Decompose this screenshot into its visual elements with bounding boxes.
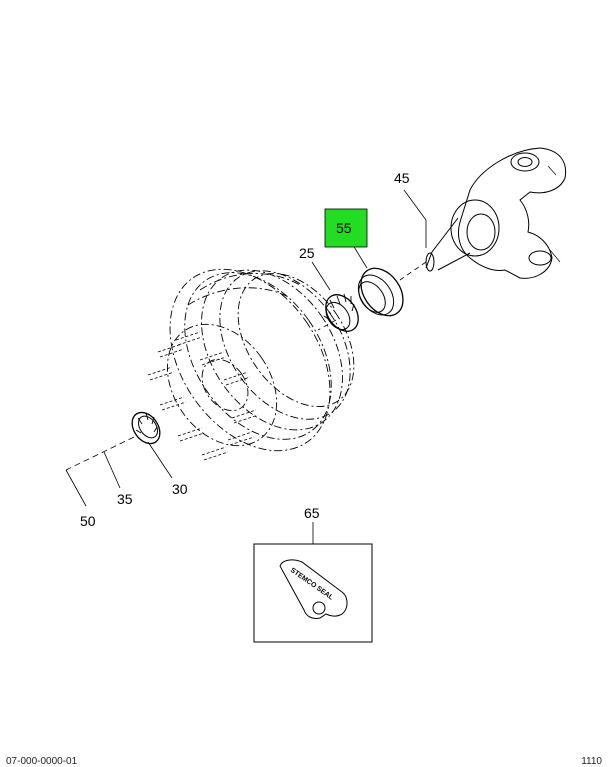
seal-lettering: STEMCO SEAL [289, 567, 335, 602]
leader-30 [147, 441, 173, 479]
inner-bearing-cone[interactable] [319, 289, 365, 338]
callout-55[interactable]: 55 [336, 220, 352, 236]
callout-35[interactable]: 35 [117, 491, 133, 507]
axis-line-front [65, 436, 135, 471]
callout-25[interactable]: 25 [299, 245, 315, 261]
steering-knuckle[interactable] [425, 147, 567, 279]
leader-45 [403, 189, 427, 248]
stemco-seal-tag[interactable] [279, 559, 348, 619]
callout-30[interactable]: 30 [172, 481, 188, 497]
callout-45[interactable]: 45 [394, 170, 410, 186]
callout-65[interactable]: 65 [304, 505, 320, 521]
outer-bearing-cone[interactable] [126, 407, 165, 449]
footer-drawing-number: 07-000-0000-01 [6, 756, 78, 767]
callout-50[interactable]: 50 [80, 513, 96, 529]
leader-35 [103, 451, 121, 489]
callout-55-highlight [324, 208, 368, 248]
wheel-studs [147, 331, 259, 461]
leader-50 [65, 469, 87, 507]
footer-page-number: 1110 [581, 756, 602, 767]
oil-seal-ring[interactable] [351, 260, 412, 323]
inset-box [253, 543, 373, 643]
wheel-hub-drum [166, 268, 355, 452]
leader-25 [311, 261, 331, 291]
